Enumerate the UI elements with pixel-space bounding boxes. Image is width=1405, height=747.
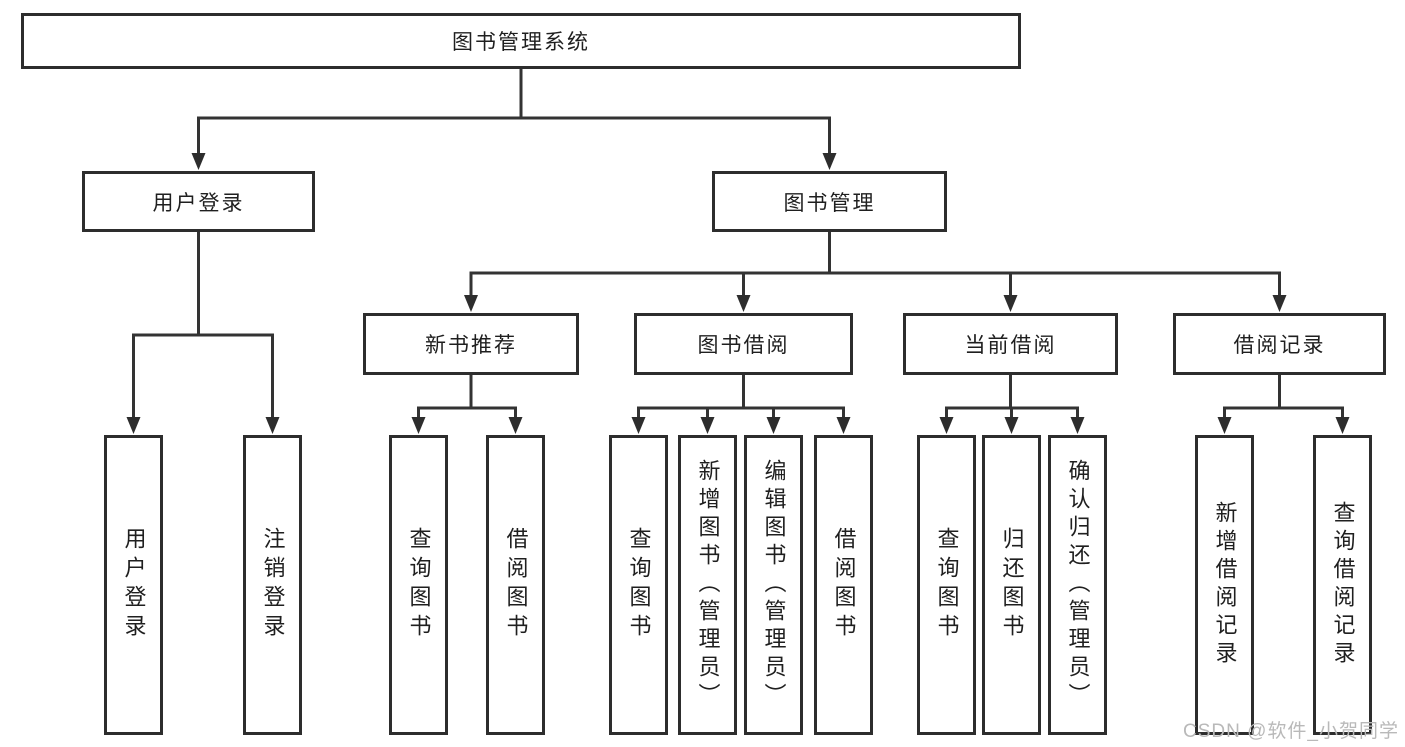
arrow-icon — [1070, 417, 1085, 434]
leaf-label: 查询图书 — [406, 527, 432, 643]
arrow-icon — [836, 417, 851, 434]
arrow-icon — [1335, 417, 1350, 434]
leaf-label: 查询借阅记录 — [1330, 501, 1356, 669]
leaf-label: 新增图书（管理员） — [695, 459, 721, 711]
arrow-icon — [736, 295, 751, 312]
node-leaf-query-books-recommend: 查询图书 — [389, 435, 448, 735]
arrow-icon — [464, 295, 478, 312]
node-leaf-edit-books-admin: 编辑图书（管理员） — [744, 435, 803, 735]
arrow-icon — [700, 417, 715, 434]
leaf-label: 借阅图书 — [503, 527, 529, 643]
arrow-icon — [191, 153, 206, 170]
arrow-icon — [766, 417, 781, 434]
connector-user-login-children — [132, 232, 274, 421]
arrow-icon — [411, 417, 426, 434]
leaf-label: 新增借阅记录 — [1212, 501, 1238, 669]
node-leaf-query-books-current: 查询图书 — [917, 435, 976, 735]
leaf-label: 查询图书 — [934, 527, 960, 643]
connector-root-to-level2 — [197, 68, 831, 158]
leaf-label: 注销登录 — [260, 527, 286, 643]
node-leaf-query-borrow-record: 查询借阅记录 — [1313, 435, 1372, 735]
node-leaf-user-login: 用户登录 — [104, 435, 163, 735]
node-borrow-records: 借阅记录 — [1173, 313, 1386, 375]
arrow-icon — [939, 417, 954, 434]
node-leaf-borrow-books: 借阅图书 — [814, 435, 873, 735]
node-leaf-borrow-books-recommend: 借阅图书 — [486, 435, 545, 735]
connector-new-rec-children — [417, 375, 517, 421]
node-leaf-add-borrow-record: 新增借阅记录 — [1195, 435, 1254, 735]
arrow-icon — [265, 417, 280, 434]
leaf-label: 查询图书 — [626, 527, 652, 643]
arrow-icon — [822, 153, 837, 170]
arrowheads — [126, 153, 1350, 434]
node-new-book-recommend: 新书推荐 — [363, 313, 579, 375]
node-book-management: 图书管理 — [712, 171, 947, 232]
arrow-icon — [1003, 295, 1018, 312]
connector-current-children — [945, 375, 1079, 421]
connector-borrow-children — [637, 375, 845, 421]
arrow-icon — [631, 417, 646, 434]
arrow-icon — [1217, 417, 1232, 434]
node-user-login: 用户登录 — [82, 171, 315, 232]
node-leaf-return-books: 归还图书 — [982, 435, 1041, 735]
node-book-borrow: 图书借阅 — [634, 313, 853, 375]
connector-book-mgmt-children — [469, 232, 1281, 299]
leaf-label: 归还图书 — [999, 527, 1025, 643]
node-current-borrow: 当前借阅 — [903, 313, 1118, 375]
leaf-label: 编辑图书（管理员） — [761, 459, 787, 711]
arrow-icon — [1004, 417, 1019, 434]
csdn-watermark: CSDN @软件_小贺同学 — [1183, 721, 1399, 742]
leaf-label: 借阅图书 — [831, 527, 857, 643]
connector-records-children — [1223, 375, 1344, 421]
node-root-system: 图书管理系统 — [21, 13, 1021, 69]
node-leaf-query-books-borrow: 查询图书 — [609, 435, 668, 735]
arrow-icon — [508, 417, 523, 434]
leaf-label: 确认归还（管理员） — [1065, 459, 1091, 711]
node-leaf-confirm-return-admin: 确认归还（管理员） — [1048, 435, 1107, 735]
arrow-icon — [126, 417, 141, 434]
arrow-icon — [1272, 295, 1287, 312]
node-leaf-logout: 注销登录 — [243, 435, 302, 735]
leaf-label: 用户登录 — [121, 527, 147, 643]
node-leaf-add-books-admin: 新增图书（管理员） — [678, 435, 737, 735]
